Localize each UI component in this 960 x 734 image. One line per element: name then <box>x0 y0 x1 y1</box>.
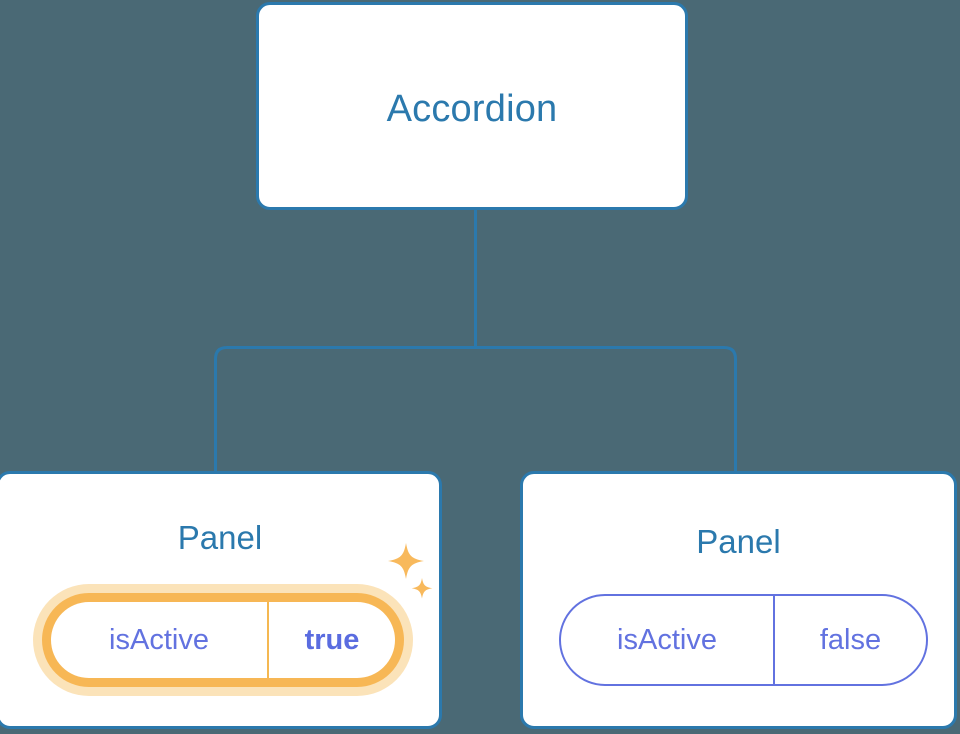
prop-value-false: false <box>819 623 882 656</box>
prop-key-isactive: isActive <box>51 602 269 678</box>
node-panel-active-title: Panel <box>177 519 263 556</box>
prop-pill-active[interactable]: isActive true <box>51 602 395 678</box>
connector-branch <box>214 346 737 471</box>
node-accordion-title: Accordion <box>386 88 558 130</box>
node-panel-active[interactable]: Panel isActive true <box>0 471 442 729</box>
prop-key-isactive: isActive <box>561 596 775 684</box>
prop-pill-inactive[interactable]: isActive false <box>559 594 928 686</box>
prop-pill-active-ring: isActive true <box>42 593 404 687</box>
node-accordion[interactable]: Accordion <box>256 2 688 210</box>
prop-pill-active-glow: isActive true <box>33 584 413 696</box>
node-panel-inactive-title: Panel <box>696 523 781 560</box>
prop-value-true: true <box>304 623 360 656</box>
node-panel-inactive[interactable]: Panel isActive false <box>520 471 957 729</box>
